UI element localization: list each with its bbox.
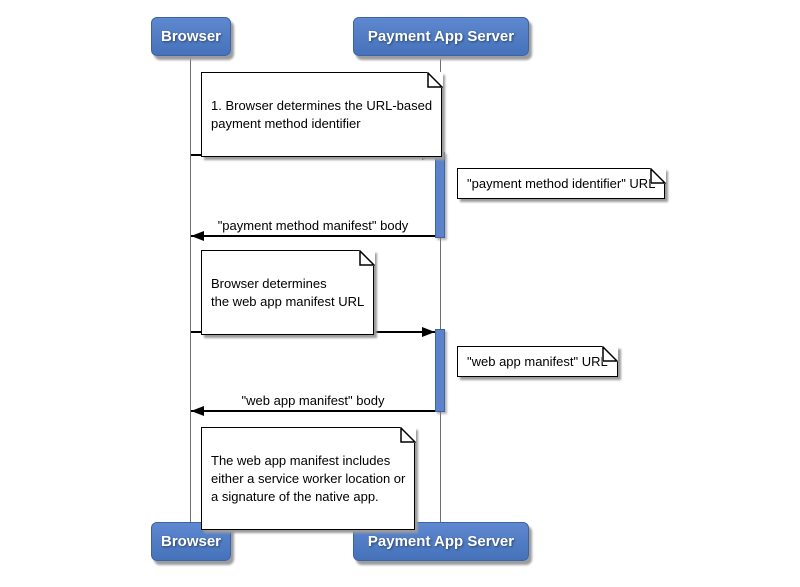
actor-box-browser-top: Browser bbox=[151, 17, 231, 56]
arrowhead-left-icon bbox=[191, 406, 204, 416]
actor-label-payment-app-server: Payment App Server bbox=[367, 28, 515, 45]
message-web-app-manifest-body: "web app manifest" body bbox=[191, 393, 435, 416]
message-line bbox=[191, 231, 435, 241]
activation-bar-server-2 bbox=[435, 329, 445, 412]
actor-label-browser: Browser bbox=[160, 28, 222, 45]
note-web-app-manifest-url-determination: Browser determines the web app manifest … bbox=[201, 249, 375, 335]
message-label: "web app manifest" body bbox=[241, 393, 385, 408]
note-fold-icon bbox=[649, 167, 666, 184]
actor-box-browser-bottom: Browser bbox=[151, 522, 231, 561]
note-web-app-manifest-url: "web app manifest" URL bbox=[457, 345, 619, 377]
note-text: 1. Browser determines the URL-based paym… bbox=[211, 97, 433, 131]
actor-label-browser: Browser bbox=[160, 533, 222, 550]
message-label: "payment method manifest" body bbox=[217, 218, 409, 233]
lifeline-browser bbox=[190, 56, 191, 522]
note-payment-method-identifier-url: "payment method identifier" URL bbox=[457, 167, 666, 199]
actor-box-payment-app-server-top: Payment App Server bbox=[353, 17, 529, 56]
arrowhead-left-icon bbox=[191, 231, 204, 241]
note-web-app-manifest-contents: The web app manifest includes either a s… bbox=[201, 426, 416, 530]
message-line bbox=[191, 406, 435, 416]
note-fold-icon bbox=[602, 345, 619, 362]
note-text: "payment method identifier" URL bbox=[467, 176, 656, 191]
actor-label-payment-app-server: Payment App Server bbox=[367, 533, 515, 550]
activation-bar-server-1 bbox=[435, 152, 445, 238]
arrowhead-right-icon bbox=[422, 327, 435, 337]
note-fold-icon bbox=[426, 71, 443, 88]
note-fold-icon bbox=[358, 249, 375, 266]
note-text: The web app manifest includes either a s… bbox=[211, 452, 406, 504]
note-payment-method-identifier-determination: 1. Browser determines the URL-based paym… bbox=[201, 71, 443, 157]
message-payment-method-manifest-body: "payment method manifest" body bbox=[191, 218, 435, 241]
note-text: "web app manifest" URL bbox=[467, 354, 608, 369]
note-fold-icon bbox=[399, 426, 416, 443]
lifeline-payment-app-server bbox=[440, 56, 441, 522]
note-text: Browser determines the web app manifest … bbox=[211, 275, 365, 309]
